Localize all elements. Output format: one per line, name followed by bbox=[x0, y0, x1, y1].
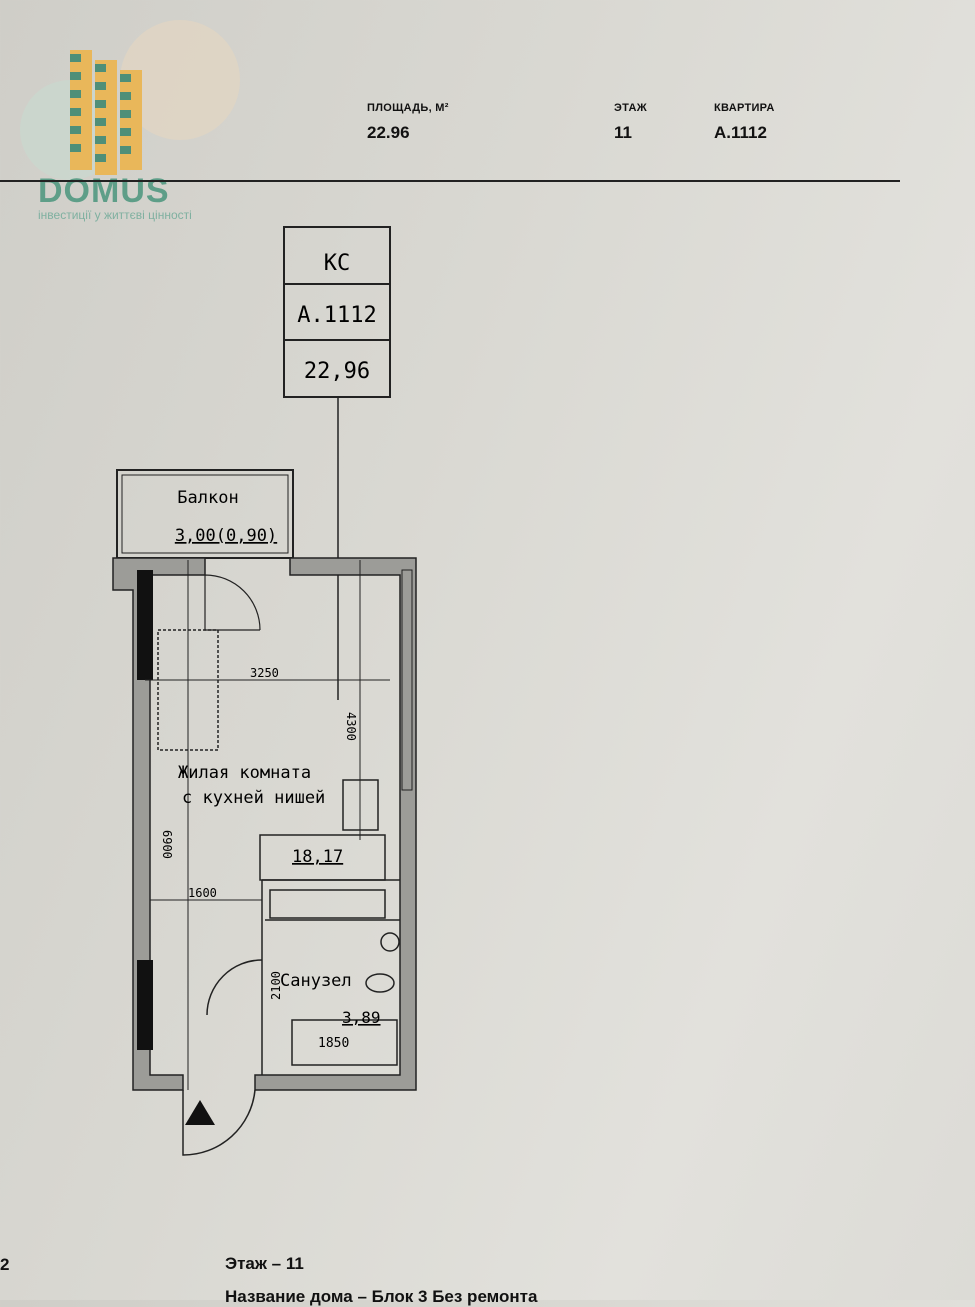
floor-line: Этаж – 11 bbox=[225, 1254, 304, 1273]
apartment-value: А.1112 bbox=[714, 123, 767, 142]
dim-bath-w: 1850 bbox=[318, 1036, 349, 1051]
stamp-type: КС bbox=[324, 251, 351, 276]
room-label-1: Жилая комната bbox=[178, 763, 311, 783]
room-area: 18,17 bbox=[292, 847, 343, 867]
walls bbox=[112, 557, 417, 1091]
dim-kitchen: 4300 bbox=[344, 712, 358, 741]
domus-logo: DOMUS інвестиції у життєві цінності bbox=[10, 20, 240, 225]
header-divider bbox=[0, 180, 900, 182]
dim-bath-h: 2100 bbox=[269, 971, 283, 1000]
balcony-area: 3,00(0,90) bbox=[175, 526, 277, 546]
logo-name: DOMUS bbox=[38, 172, 170, 210]
dim-width: 3250 bbox=[250, 666, 279, 680]
interior bbox=[157, 574, 400, 1156]
area-value: 22.96 bbox=[367, 123, 410, 142]
apartment-label: КВАРТИРА bbox=[714, 102, 775, 114]
stamp-box bbox=[283, 226, 391, 700]
floor-label: ЭТАЖ bbox=[614, 102, 647, 114]
stamp-apartment: А.1112 bbox=[297, 303, 376, 328]
dim-length: 6900 bbox=[160, 830, 174, 859]
room-label-2: с кухней нишей bbox=[182, 788, 325, 808]
dimension-lines bbox=[145, 560, 390, 1090]
bath-area: 3,89 bbox=[342, 1008, 381, 1027]
stamp-area: 22,96 bbox=[304, 359, 370, 384]
balcony-label: Балкон bbox=[177, 488, 238, 508]
floor-value: 11 bbox=[614, 123, 632, 142]
bath-label: Санузел bbox=[280, 971, 352, 991]
entrance-arrow-icon bbox=[185, 1100, 215, 1125]
building-logo-icon bbox=[20, 20, 240, 180]
page-fragment: 2 bbox=[0, 1255, 10, 1274]
area-label: ПЛОЩАДЬ, М² bbox=[367, 102, 449, 114]
building-line: Название дома – Блок 3 Без ремонта bbox=[225, 1287, 538, 1306]
dim-hall: 1600 bbox=[188, 886, 217, 900]
logo-tagline: інвестиції у життєві цінності bbox=[38, 208, 192, 222]
